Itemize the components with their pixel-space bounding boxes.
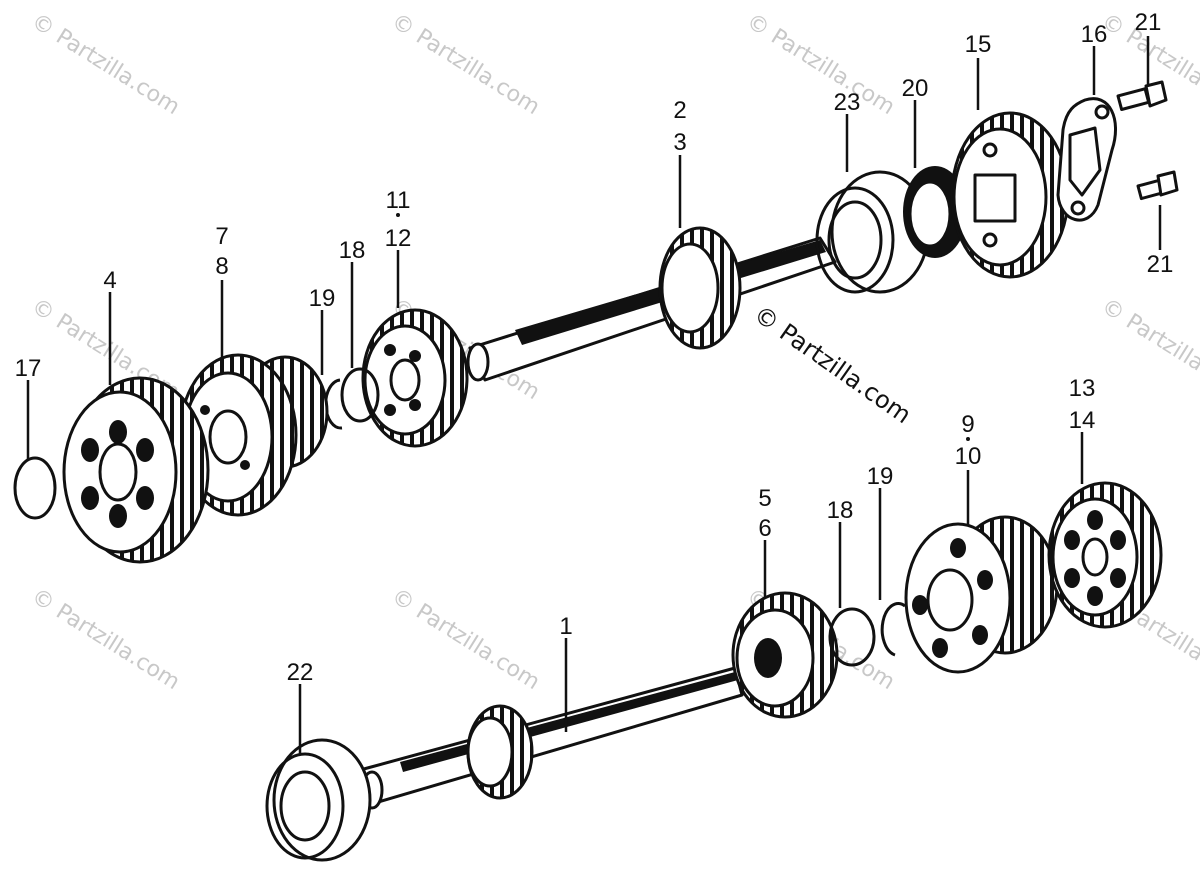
callout-6: 6 [758,515,771,542]
callout-22: 22 [287,659,314,686]
callout-15: 15 [965,31,992,58]
gear-11-12 [361,308,469,448]
watermark: © Partzilla.com [27,9,184,120]
gear-9-10 [904,515,1059,674]
callout-19: 19 [309,285,336,312]
callout-14: 14 [1069,407,1096,434]
callout-8: 8 [215,253,228,280]
watermark-inline: © Partzilla.com [749,300,917,429]
gear-2-3-face [660,242,720,334]
callout-4: 4 [103,267,116,294]
gear-13-14 [1047,481,1163,629]
callout-5: 5 [758,485,771,512]
washer-18-upper [340,367,380,423]
callout-1: 1 [559,613,572,640]
bearing-22 [265,738,372,862]
callout-18: 18 [827,497,854,524]
circlip-19-upper [324,378,343,430]
fixing-plate-16 [1056,97,1117,222]
callout-2: 2 [673,97,686,124]
gear-4 [62,376,210,564]
callout-17: 17 [15,355,42,382]
callout-12: 12 [385,225,412,252]
sprocket-15 [950,111,1070,279]
callout-3: 3 [673,129,686,156]
bolt-21-upper [1116,80,1168,112]
watermark: © Partzilla.com [27,584,184,695]
callout-separator-dot [396,213,400,217]
mainshaft-gear-face [466,716,514,788]
countershaft-end [466,342,490,382]
watermark: © Partzilla.com [1097,294,1200,405]
watermark: © Partzilla.com [387,9,544,120]
callout-11: 11 [386,187,411,214]
mainshaft-assembly [265,481,1163,862]
callout-18: 18 [339,237,366,264]
callout-21: 21 [1147,251,1174,278]
callout-separator-dot [966,437,970,441]
callout-19: 19 [867,463,894,490]
callout-9: 9 [961,411,974,438]
leader-lines [26,36,1162,755]
callout-23: 23 [834,89,861,116]
callout-16: 16 [1081,21,1108,48]
watermark: © Partzilla.com [387,584,544,695]
callout-10: 10 [955,443,982,470]
washer-18-lower [828,607,876,667]
callout-13: 13 [1069,375,1096,402]
callout-20: 20 [902,75,929,102]
watermark: © Partzilla.com [742,9,899,120]
callouts: 17 4 7 8 19 18 11 12 2 3 23 20 15 16 21 … [15,9,1174,686]
circlip-19-lower [880,602,906,657]
gear-5-6 [731,591,839,719]
thrust-washer-17 [13,456,57,520]
countershaft-assembly [13,80,1179,564]
callout-7: 7 [215,223,228,250]
callout-21: 21 [1135,9,1162,36]
bolt-21-lower [1136,170,1179,201]
mainshaft-spline [400,672,738,772]
